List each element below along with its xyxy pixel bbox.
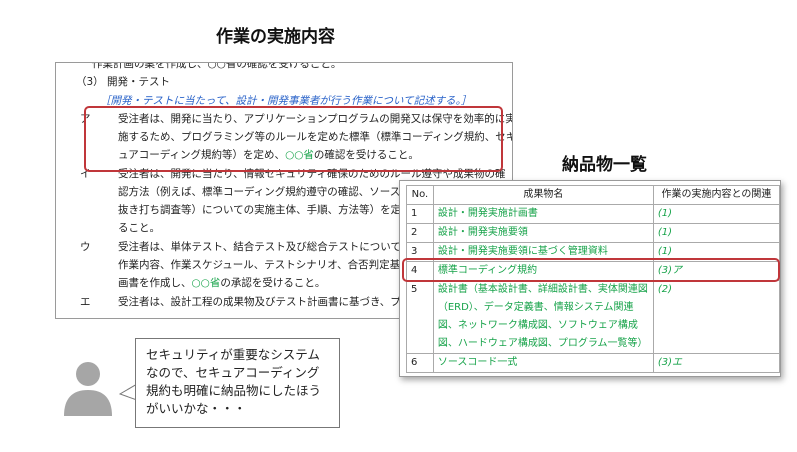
speech-bubble-text: セキュリティが重要なシステムなので、セキュアコーディング規約も明確に納品物にした… (146, 347, 322, 416)
header-relation: 作業の実施内容との関連 (652, 185, 781, 205)
item-a-line-3: ュアコーディング規約等）を定め、○○省の確認を受けること。 (118, 148, 419, 162)
item-a-text-end: の確認を受けること。 (313, 149, 419, 161)
table-row: 1 設計・開発実施計画書 (1) (406, 204, 781, 224)
row-name: 設計・開発実施計画書 (432, 204, 654, 224)
row-name: ソースコード一式 (432, 353, 654, 373)
highlight-item-a (84, 106, 503, 172)
item-u-marker: ウ (80, 241, 91, 253)
row-no: 2 (406, 223, 434, 243)
section-heading: （3） 開発・テスト (76, 76, 171, 88)
item-e-line-1: 受注者は、設計工程の成果物及びテスト計画書に基づき、プ (118, 296, 401, 308)
ministry-name: ○○省 (191, 277, 221, 289)
header-name: 成果物名 (432, 185, 654, 205)
row-name: 設計書（基本設計書、詳細設計書、実体関連図（ERD）、データ定義書、情報システム… (432, 280, 654, 354)
item-u-line-2: 作業内容、作業スケジュール、テストシナリオ、合否判定基準等 (118, 259, 422, 271)
item-i-line-3: 抜き打ち調査等）についての実施主体、手順、方法等）を定め、○○ (118, 203, 441, 217)
highlight-row-4 (402, 258, 780, 282)
speech-bubble: セキュリティが重要なシステムなので、セキュアコーディング規約も明確に納品物にした… (135, 338, 340, 428)
deliverables-panel: No. 成果物名 作業の実施内容との関連 1 設計・開発実施計画書 (1) 2 … (399, 180, 781, 377)
item-u-line-3: 画書を作成し、○○省の承認を受けること。 (118, 276, 325, 290)
instruction-note: ［開発・テストに当たって、設計・開発事業者が行う作業について記述する。］ (100, 95, 472, 107)
row-no: 6 (406, 353, 434, 373)
item-a-line-1: 受注者は、開発に当たり、アプリケーションプログラムの開発又は保守を効率的に実 (118, 113, 513, 125)
item-i-text: 抜き打ち調査等）についての実施主体、手順、方法等）を定め、 (118, 204, 423, 216)
header-no: No. (406, 185, 434, 205)
work-content-title: 作業の実施内容 (216, 27, 335, 47)
row-relation: (1) (652, 223, 781, 243)
ministry-name: ○○省 (285, 149, 314, 161)
item-i-line-4: ること。 (118, 222, 160, 234)
item-a-text: ュアコーディング規約等）を定め、 (118, 149, 286, 161)
table-row: 5 設計書（基本設計書、詳細設計書、実体関連図（ERD）、データ定義書、情報シス… (406, 280, 781, 354)
row-relation: (1) (652, 204, 781, 224)
doc-line-top: 作業計画の案を作成し、○○省の確認を受けること。 (92, 62, 342, 70)
item-u-text-end: の承認を受けること。 (220, 277, 326, 289)
row-no: 5 (406, 280, 434, 354)
deliverables-title: 納品物一覧 (562, 155, 647, 175)
item-e-marker: エ (80, 296, 91, 308)
item-a-line-2: 施するため、プログラミング等のルールを定めた標準（標準コーディング規約、セキ (118, 131, 513, 143)
table-header-row: No. 成果物名 作業の実施内容との関連 (406, 185, 781, 205)
row-relation: (2) (652, 280, 781, 354)
row-relation: (3)エ (652, 353, 781, 373)
item-u-text: 画書を作成し、 (118, 277, 192, 289)
person-icon (64, 362, 112, 416)
deliverables-table: No. 成果物名 作業の実施内容との関連 1 設計・開発実施計画書 (1) 2 … (406, 185, 781, 373)
item-u-line-1: 受注者は、単体テスト、結合テスト及び総合テストについて、テ (118, 241, 422, 253)
row-no: 1 (406, 204, 434, 224)
table-row: 4 標準コーディング規約 (3)ア (406, 261, 781, 281)
row-name: 設計・開発実施要領 (432, 223, 654, 243)
table-row: 6 ソースコード一式 (3)エ (406, 353, 781, 373)
table-row: 2 設計・開発実施要領 (1) (406, 223, 781, 243)
item-i-marker: イ (80, 168, 91, 180)
item-i-line-2: 認方法（例えば、標準コーディング規約遵守の確認、ソースコー (118, 186, 422, 198)
